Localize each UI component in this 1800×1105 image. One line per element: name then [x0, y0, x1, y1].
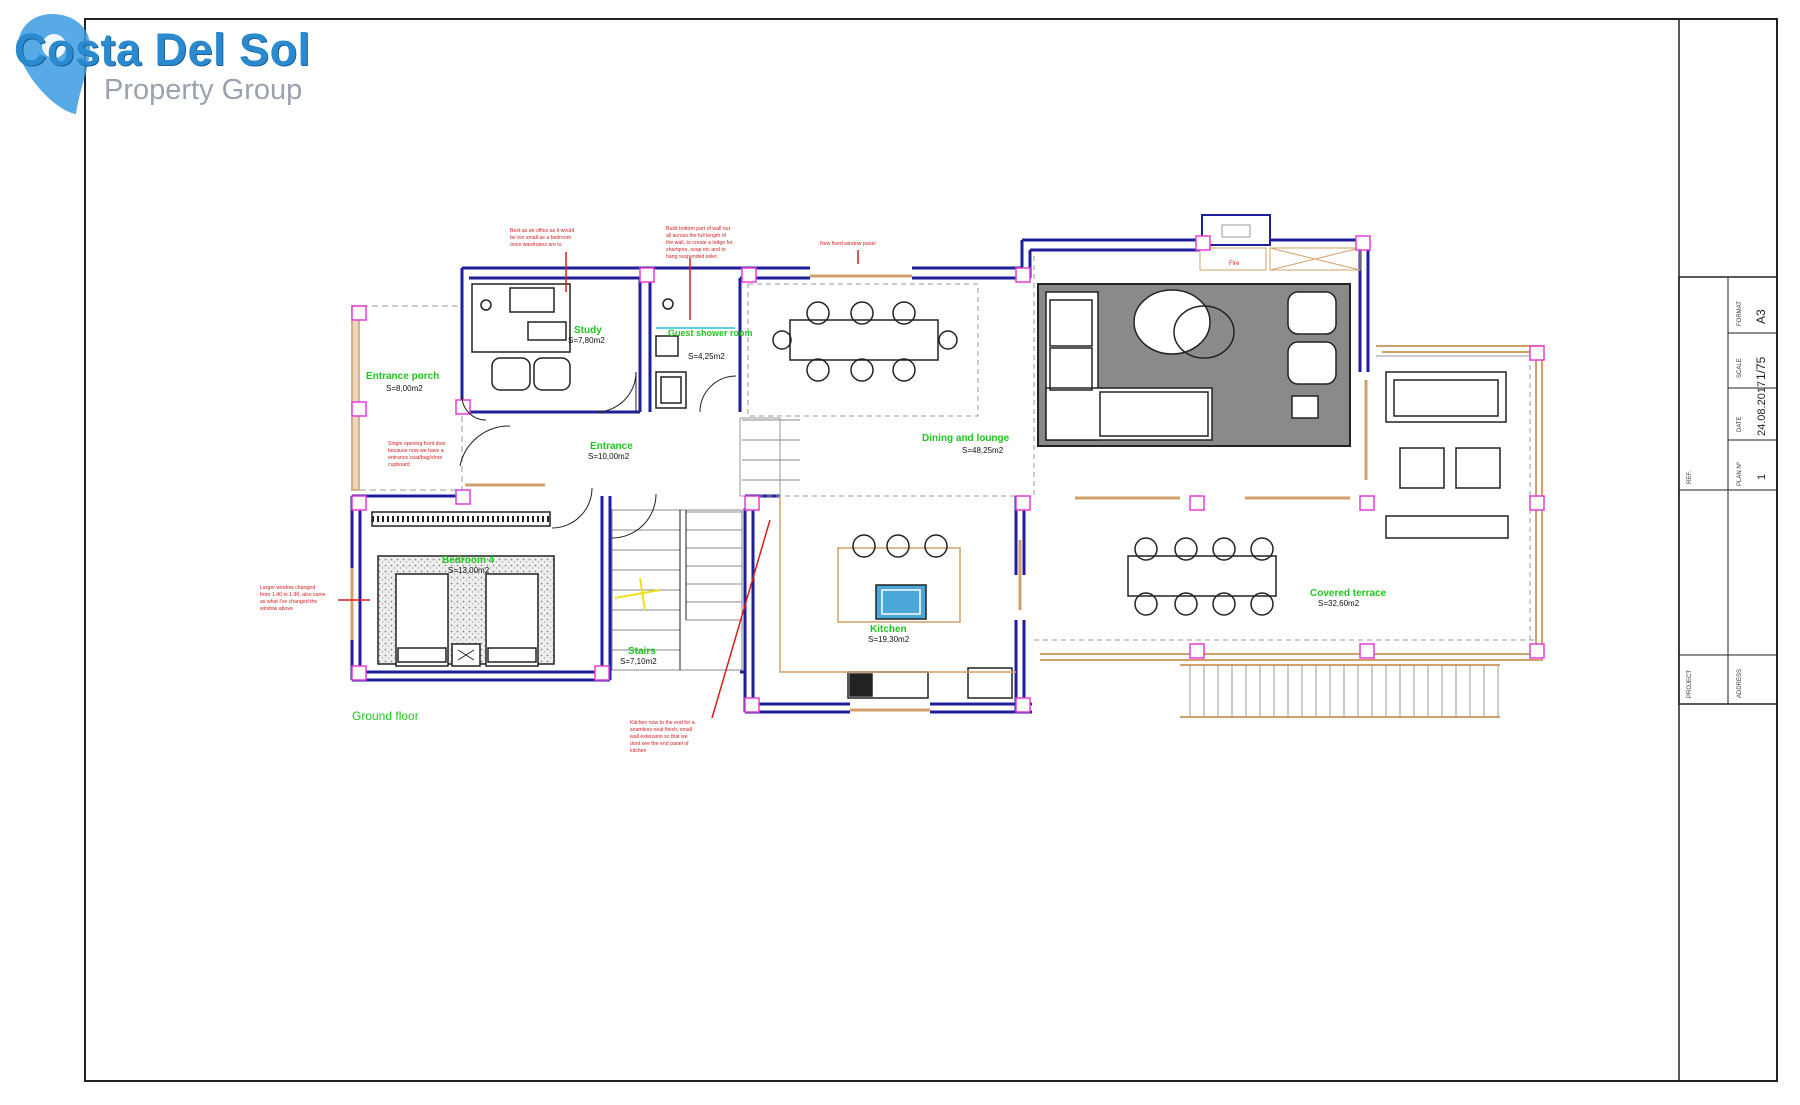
area-stairs: S=7,10m2 [620, 657, 657, 666]
room-name-kitchen: Kitchen [870, 624, 907, 635]
note-bedroom-window: Larger window changed from 1.40 to 1.90,… [260, 585, 326, 612]
kitchen-island [837, 534, 961, 623]
terrace-steps [1189, 665, 1499, 717]
svg-text:Best as an office as it would: Best as an office as it would [510, 228, 574, 234]
map-pin-icon [18, 14, 90, 114]
svg-text:the wall, to create a ledge fo: the wall, to create a ledge for [666, 240, 733, 246]
room-name-dining-lounge: Dining and lounge [922, 433, 1010, 444]
svg-text:New fixed window panel: New fixed window panel [820, 241, 876, 247]
sheet-border [84, 18, 1778, 1082]
note-shower: Build bottom part of wall out all across… [666, 226, 733, 260]
title-block: FORMAT A3 SCALE 1/75 DATE 24.08.2017 PLA… [1678, 276, 1778, 705]
date-value: 24.08.2017 [1756, 381, 1768, 436]
svg-text:wall extension so that we: wall extension so that we [630, 734, 688, 740]
staircase [611, 419, 800, 671]
area-shower: S=4,25m2 [688, 352, 725, 361]
bedroom-furniture [371, 511, 555, 667]
area-bedroom: S=13,00m2 [448, 566, 490, 575]
svg-text:Single opening front door: Single opening front door [388, 441, 446, 447]
terrace-sofa [1385, 371, 1509, 539]
svg-text:entrance coat/bag/shoe: entrance coat/bag/shoe [388, 455, 442, 461]
room-name-study: Study [574, 325, 602, 336]
svg-text:from 1.40 to 1.90, also same: from 1.40 to 1.90, also same [260, 592, 326, 598]
svg-text:Build bottom part of wall out: Build bottom part of wall out [666, 226, 731, 232]
svg-text:because now we have a: because now we have a [388, 448, 444, 454]
room-areas: S=7,80m2 S=4,25m2 S=8,00m2 S=10,00m2 S=4… [386, 336, 1360, 666]
porch-wall [351, 305, 360, 491]
room-name-porch: Entrance porch [366, 371, 439, 382]
note-front-door: Single opening front door because now we… [388, 441, 446, 468]
note-leaders [338, 250, 859, 719]
svg-text:Larger window changed: Larger window changed [260, 585, 315, 591]
columns [351, 235, 1545, 713]
area-terrace: S=32,60m2 [1318, 599, 1360, 608]
svg-text:cupboard: cupboard [388, 462, 410, 468]
brand-logo: Costa Del Sol Property Group [6, 10, 336, 120]
area-entrance: S=10,00m2 [588, 452, 630, 461]
room-name-stairs: Stairs [628, 646, 656, 657]
scale-label: SCALE [1737, 358, 1743, 378]
date-label: DATE [1737, 416, 1743, 432]
brand-title: Costa Del Sol [14, 24, 311, 75]
interior-partitions [739, 256, 1535, 641]
svg-text:shampoo, soap etc and to: shampoo, soap etc and to [666, 247, 726, 253]
area-porch: S=8,00m2 [386, 384, 423, 393]
project-label: PROJECT [1687, 670, 1693, 698]
brand-subtitle: Property Group [104, 74, 303, 106]
room-name-bedroom: Bedroom 4 [442, 555, 495, 566]
stairs-arrow [614, 577, 661, 611]
shower-room-fixtures [655, 298, 735, 409]
address-label: ADDRESS [1737, 669, 1743, 698]
room-name-shower: Guest shower room [668, 328, 753, 338]
note-window: New fixed window panel [820, 241, 876, 247]
svg-text:once wardrobes are in.: once wardrobes are in. [510, 242, 563, 248]
sliding-doors [350, 274, 1368, 712]
ref-label: REF. [1687, 471, 1693, 484]
fireplace-label: Fire [1229, 261, 1240, 267]
plan-no-value: 1 [1756, 474, 1768, 480]
svg-text:as what I've changed the: as what I've changed the [260, 599, 317, 605]
dining-table [772, 301, 958, 382]
note-kitchen: Kitchen now to the end for a seamless ne… [630, 720, 695, 754]
fireplace [1199, 214, 1361, 271]
plan-no-label: PLAN Nº [1736, 461, 1743, 486]
room-name-terrace: Covered terrace [1310, 588, 1387, 599]
kitchen-worktop [779, 496, 1016, 673]
svg-text:window above: window above [260, 606, 293, 612]
area-dining-lounge: S=48,25m2 [962, 446, 1004, 455]
annotations: Best as an office as it would be too sma… [260, 226, 876, 754]
scale-value: 1/75 [1754, 356, 1768, 380]
floor-plan: Fire [338, 214, 1545, 719]
study-furniture [471, 283, 571, 391]
room-labels: Study Guest shower room Entrance porch E… [352, 325, 1387, 723]
lounge-tables [1133, 289, 1235, 359]
terrace-dining-table [1127, 537, 1277, 616]
svg-text:be too small as a bedroom: be too small as a bedroom [510, 235, 571, 241]
room-name-entrance: Entrance [590, 441, 633, 452]
format-value: A3 [1754, 309, 1768, 324]
kitchen-counter [847, 667, 1013, 699]
svg-text:kitchen: kitchen [630, 748, 647, 754]
svg-text:dont see the end panel of: dont see the end panel of [630, 741, 689, 747]
floor-label: Ground floor [352, 709, 419, 723]
door-swings [459, 371, 737, 539]
format-label: FORMAT [1737, 301, 1743, 326]
area-study: S=7,80m2 [568, 336, 605, 345]
svg-text:seamless neat finish, small: seamless neat finish, small [630, 727, 692, 733]
area-kitchen: S=19,30m2 [868, 635, 910, 644]
svg-text:all across the full length of: all across the full length of [666, 233, 727, 239]
svg-text:hang suspended toilet: hang suspended toilet [666, 254, 717, 260]
note-study: Best as an office as it would be too sma… [510, 228, 574, 248]
svg-text:Kitchen now to the end for a: Kitchen now to the end for a [630, 720, 695, 726]
lounge-sofa [1045, 291, 1337, 441]
